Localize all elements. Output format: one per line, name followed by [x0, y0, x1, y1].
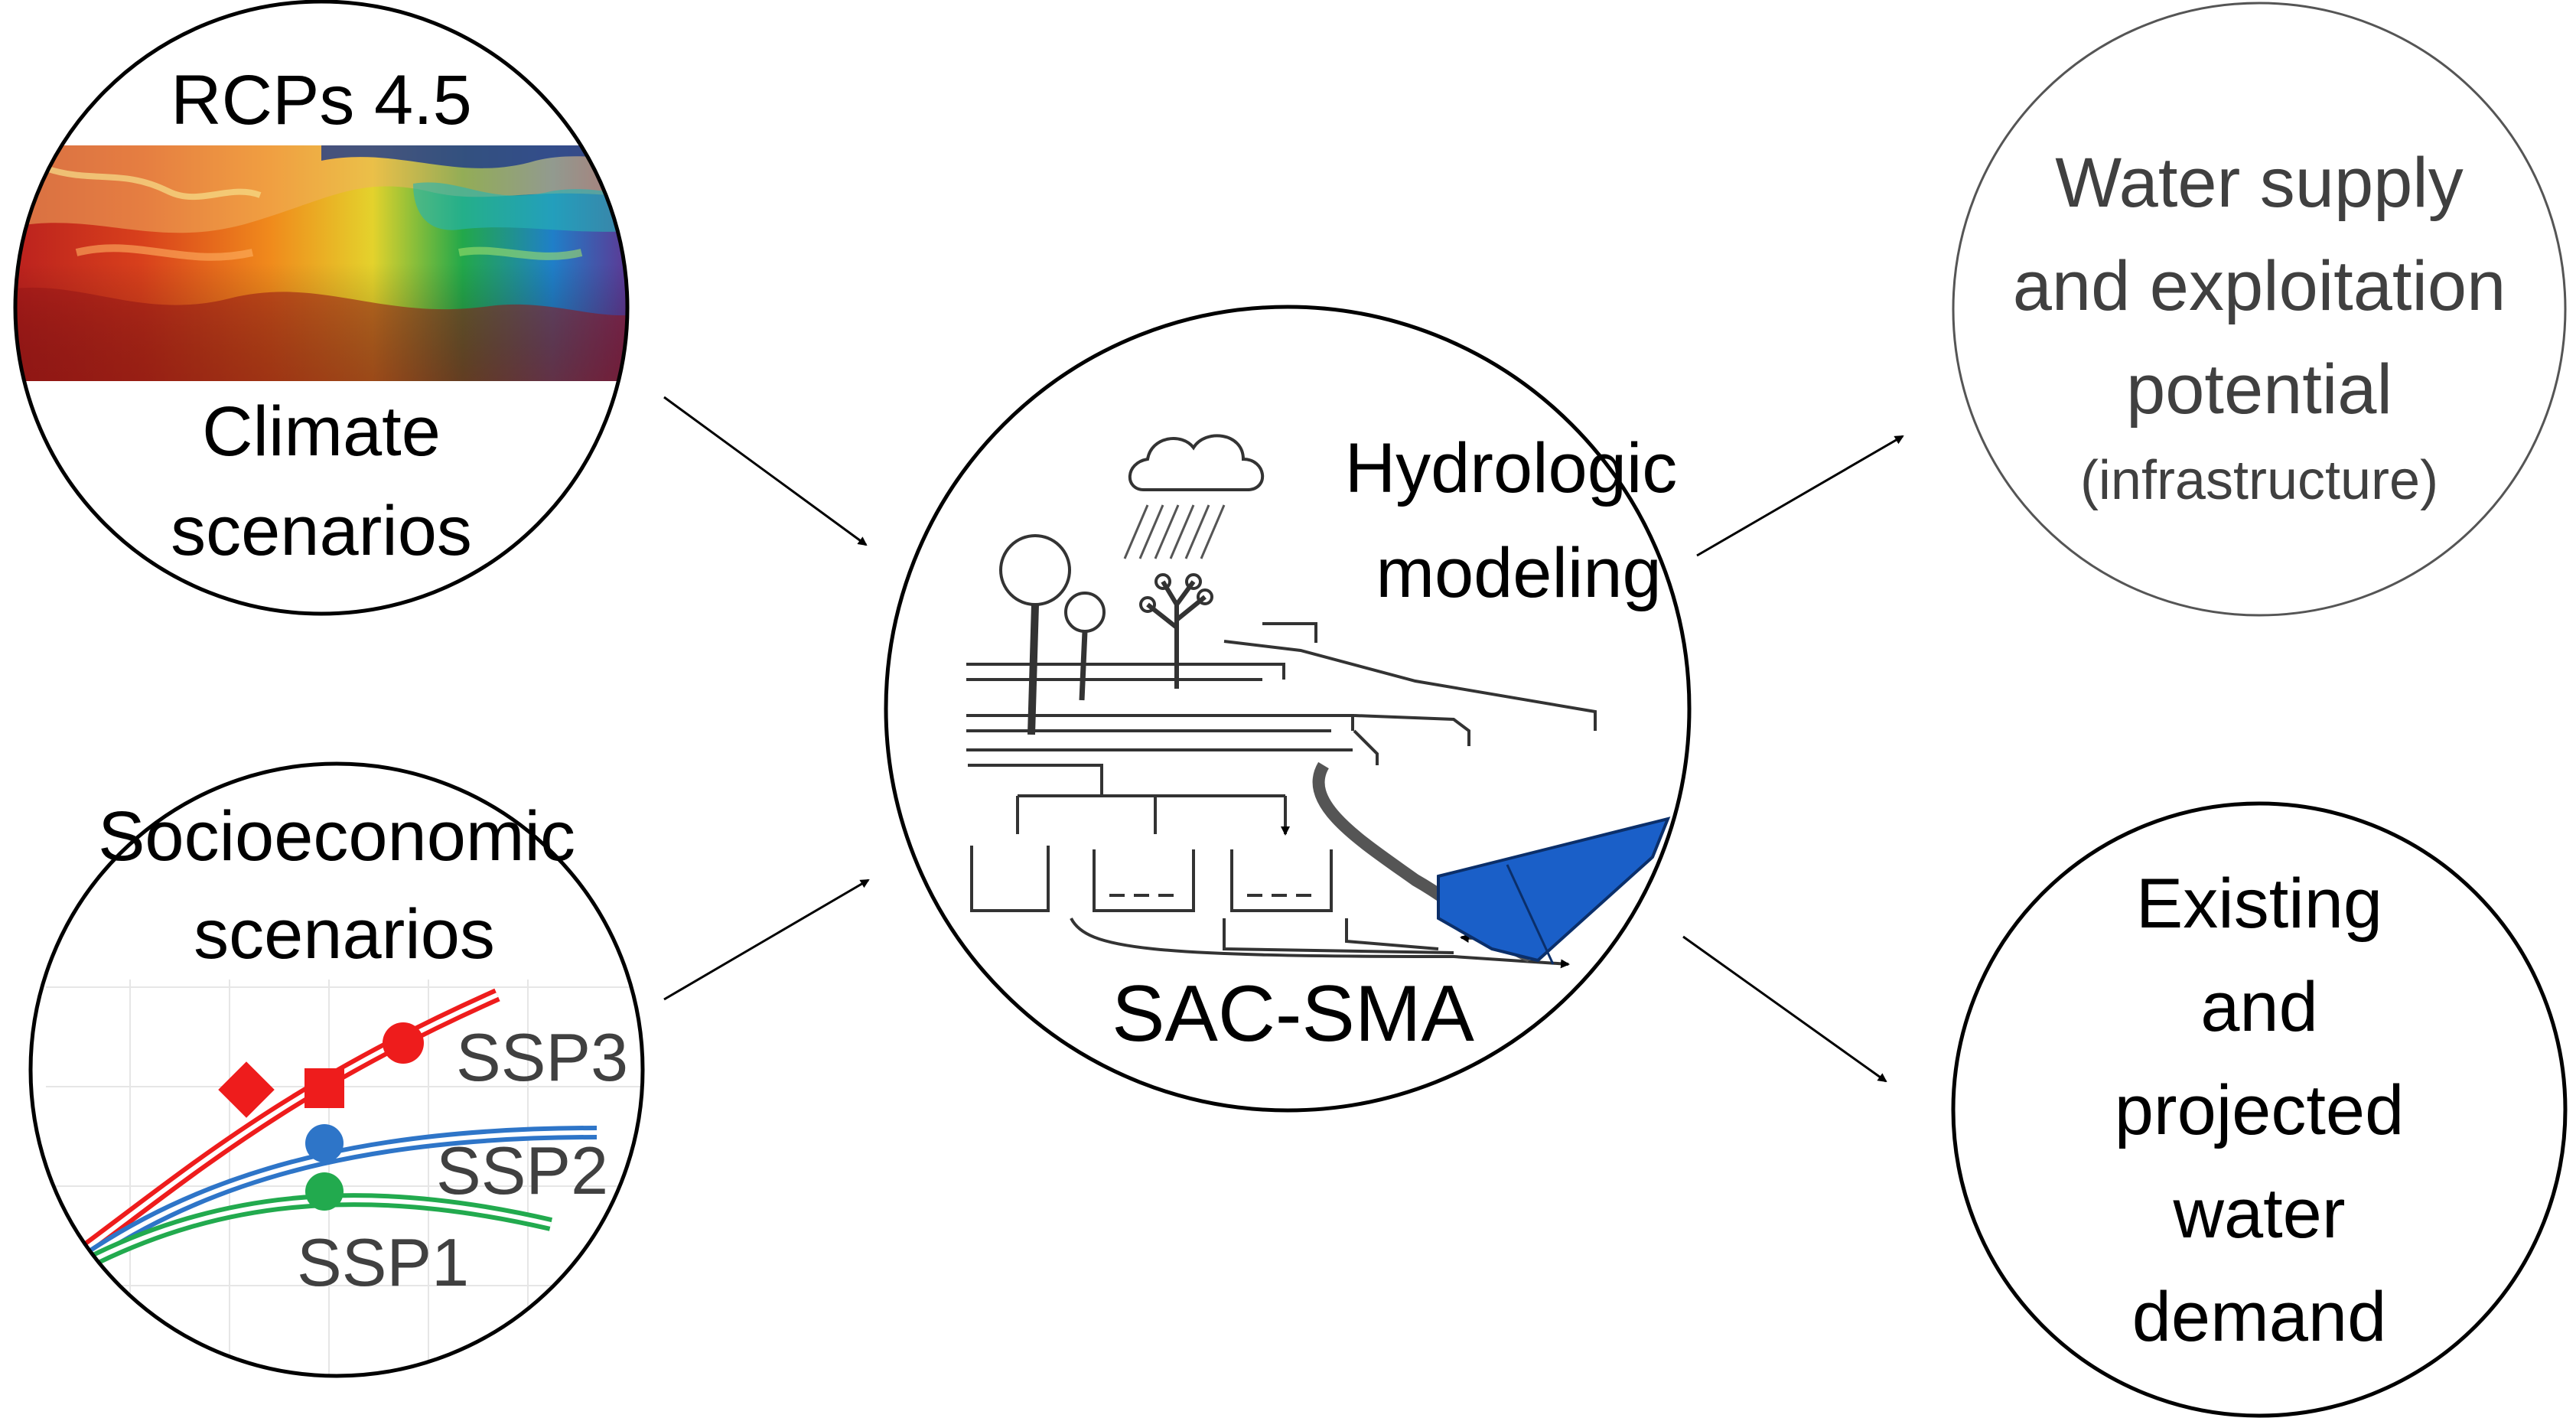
- hydro-label-line2: modeling: [1376, 534, 1661, 612]
- climate-circle-border: [13, 0, 630, 616]
- ssp3-square-marker: [304, 1068, 344, 1108]
- ssp2-label: SSP2: [436, 1133, 608, 1208]
- demand-line4: water: [2173, 1175, 2346, 1253]
- supply-line4: (infrastructure): [2080, 450, 2438, 511]
- demand-line3: projected: [2115, 1071, 2404, 1149]
- ssp-chart: [46, 980, 643, 1376]
- socio-circle-border: [28, 761, 645, 1378]
- water-supply-node: Water supply and exploitation potential …: [1952, 2, 2567, 617]
- lower-tank-primary: [1093, 849, 1195, 912]
- supply-line3: potential: [2126, 350, 2392, 429]
- socioeconomic-scenarios-node: Socioeconomic scenarios SSP3 SSP2 SSP1: [28, 761, 645, 1378]
- ssp3-circle-marker: [383, 1022, 424, 1064]
- demand-circle-border: [1951, 801, 2568, 1418]
- tree-icon: [999, 534, 1213, 735]
- lower-tank-supplemental: [1230, 849, 1333, 912]
- supply-circle-border: [1952, 2, 2567, 617]
- arrow-climate-to-hydro: [663, 396, 868, 546]
- climate-scenarios-node: RCPs 4.5 Climate scenarios: [13, 0, 630, 616]
- arrow-hydro-to-supply: [1696, 435, 1904, 557]
- socio-label-line2: scenarios: [194, 895, 495, 973]
- upper-tank: [970, 846, 1050, 912]
- hydrologic-modeling-node: Hydrologic modeling SAC-SMA: [884, 305, 1692, 1113]
- model-name: SAC-SMA: [1112, 970, 1474, 1058]
- cloud-icon: [1128, 434, 1265, 491]
- arrow-hydro-to-demand: [1682, 935, 1887, 1083]
- socio-label-line1: Socioeconomic: [98, 797, 575, 875]
- climate-label-line1: Climate: [202, 393, 441, 471]
- demand-line5: demand: [2132, 1278, 2386, 1356]
- arrow-socio-to-hydro: [663, 879, 870, 1001]
- sac-sma-schematic: [966, 434, 1597, 969]
- supply-line1: Water supply: [2055, 144, 2463, 222]
- ssp3-label: SSP3: [456, 1019, 628, 1095]
- demand-line1: Existing: [2136, 865, 2382, 943]
- rcp-title: RCPs 4.5: [171, 61, 472, 139]
- ssp1-label: SSP1: [297, 1224, 469, 1300]
- ssp2-circle-marker: [305, 1124, 344, 1162]
- demand-line2: and: [2200, 968, 2318, 1046]
- ssp3-diamond-marker: [218, 1061, 275, 1118]
- ssp-chart-grid: [46, 980, 643, 1376]
- water-demand-node: Existing and projected water demand: [1951, 801, 2568, 1418]
- supply-line2: and exploitation: [2013, 247, 2506, 325]
- climate-label-line2: scenarios: [171, 492, 472, 570]
- rain-icon: [1123, 504, 1226, 559]
- ssp1-circle-marker: [305, 1172, 344, 1211]
- hydro-label-line1: Hydrologic: [1345, 429, 1678, 507]
- water-body: [1437, 817, 1671, 963]
- climate-map-image: [15, 145, 627, 381]
